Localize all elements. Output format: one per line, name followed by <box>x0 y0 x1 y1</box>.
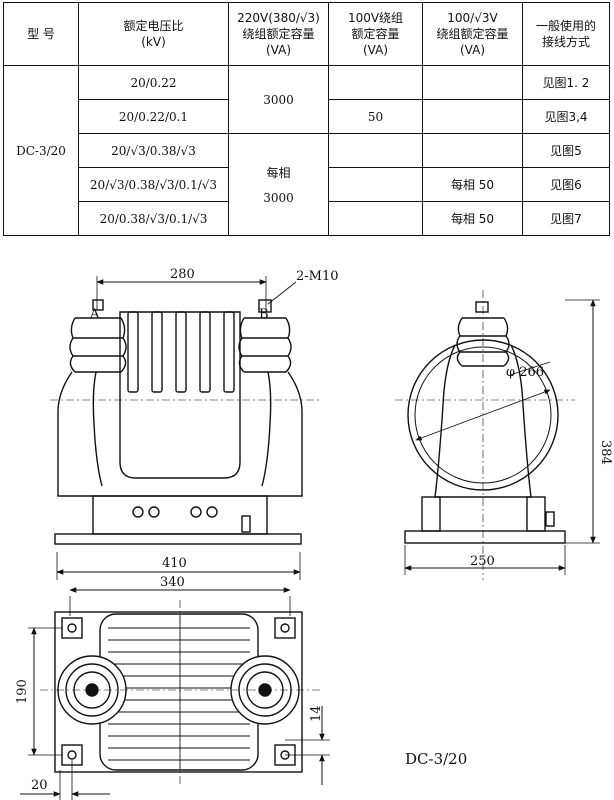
cap-220-cell-a: 3000 <box>228 65 329 134</box>
plan-view: 340 190 14 20 <box>15 575 330 800</box>
cap-100-cell <box>328 167 423 202</box>
terminal-a <box>92 299 104 311</box>
cap-100v3-cell: 每相 50 <box>422 201 523 236</box>
header-wiring: 一般使用的接线方式 <box>522 2 610 66</box>
header-cap-220: 220V(380/√3)绕组额定容量(VA) <box>228 2 329 66</box>
table-header-row: 型 号 额定电压比(kV) 220V(380/√3)绕组额定容量(VA) 100… <box>3 2 610 66</box>
cap-100-cell <box>328 133 423 168</box>
header-ratio: 额定电压比(kV) <box>78 2 229 66</box>
terminal-a-label: A <box>89 307 100 322</box>
dim-340: 340 <box>160 575 185 590</box>
spec-table: 型 号 额定电压比(kV) 220V(380/√3)绕组额定容量(VA) 100… <box>3 2 610 236</box>
header-cap-100: 100V绕组额定容量(VA) <box>328 2 423 66</box>
dim-250: 250 <box>470 554 495 569</box>
dim-20: 20 <box>31 778 48 793</box>
wiring-cell: 见图7 <box>522 201 610 236</box>
wiring-cell: 见图6 <box>522 167 610 202</box>
dim-410: 410 <box>162 556 187 571</box>
front-view: 280 2-M10 A B <box>50 267 339 580</box>
wiring-cell: 见图3,4 <box>522 99 610 134</box>
side-view: φ 266 384 250 <box>395 290 613 580</box>
table-row: 20/√3/0.38/√3/0.1/√3 每相 50 见图6 <box>4 167 610 202</box>
ratio-cell: 20/√3/0.38/√3 <box>78 133 229 168</box>
terminal-b-label: B <box>259 307 269 322</box>
wiring-cell: 见图5 <box>522 133 610 168</box>
table-row: 20/0.38/√3/0.1/√3 每相 50 见图7 <box>4 201 610 236</box>
table-row: DC-3/20 20/0.22 3000 见图1. 2 <box>3 65 610 236</box>
dim-phi-266: φ 266 <box>506 365 544 380</box>
dim-280: 280 <box>170 267 195 282</box>
dim-14: 14 <box>309 705 324 722</box>
model-cell: DC-3/20 <box>3 65 79 236</box>
terminal-b <box>258 299 272 313</box>
model-label: DC-3/20 <box>405 750 467 768</box>
dim-190: 190 <box>15 679 30 704</box>
ratio-cell: 20/√3/0.38/√3/0.1/√3 <box>78 167 229 202</box>
dim-384: 384 <box>598 440 613 465</box>
header-model: 型 号 <box>3 2 79 66</box>
ratio-cell: 20/0.38/√3/0.1/√3 <box>78 201 229 236</box>
bolt-label: 2-M10 <box>296 269 339 284</box>
